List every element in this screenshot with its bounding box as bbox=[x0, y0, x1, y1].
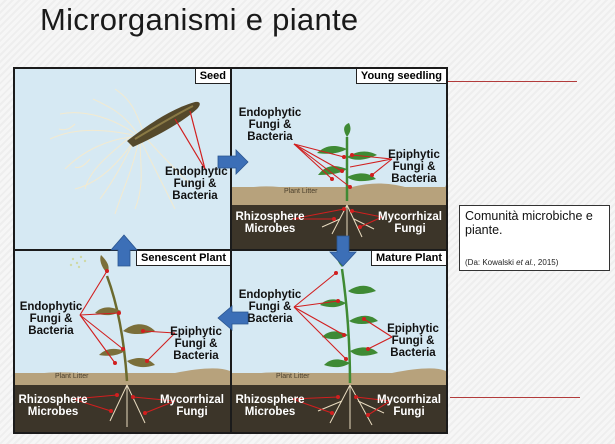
arrow-seed-to-seedling bbox=[217, 149, 249, 175]
red-rule bbox=[450, 397, 580, 398]
mature-plant-litter-label: Plant Litter bbox=[276, 373, 310, 380]
soil-layer bbox=[15, 383, 230, 432]
figure-caption: Comunità microbiche e piante. (Da: Kowal… bbox=[459, 205, 610, 271]
slide-title: Microrganismi e piante bbox=[40, 2, 359, 37]
mature-plant-illustration bbox=[232, 253, 446, 429]
arrow-mature-to-senescent bbox=[217, 305, 249, 331]
red-rule bbox=[440, 81, 577, 82]
seed-root-hairs bbox=[49, 88, 191, 215]
senescent-plant-litter-label: Plant Litter bbox=[55, 373, 89, 380]
seed-illustration bbox=[49, 88, 206, 215]
senescent-plant-illustration bbox=[15, 255, 230, 427]
arrow-senescent-to-seed bbox=[110, 234, 138, 267]
panel-label-mature-plant: Mature Plant bbox=[370, 251, 446, 266]
soil-layer bbox=[232, 383, 446, 432]
senescent-pointers bbox=[72, 270, 176, 414]
panel-label-young-seedling: Young seedling bbox=[355, 69, 446, 84]
arrow-seedling-to-mature bbox=[329, 235, 357, 267]
mature-pointers bbox=[291, 272, 393, 416]
young-seedling-pointers bbox=[291, 143, 393, 228]
panel-label-senescent-plant: Senescent Plant bbox=[136, 251, 230, 266]
caption-text: Comunità microbiche e piante. bbox=[465, 209, 593, 237]
young-plant-litter-label: Plant Litter bbox=[284, 188, 318, 195]
seed-pointers bbox=[174, 110, 206, 170]
young-seedling-illustration bbox=[232, 123, 446, 241]
panel-label-seed: Seed bbox=[194, 69, 230, 84]
seed-body bbox=[127, 101, 200, 147]
caption-source: (Da: Kowalski et al., 2015) bbox=[465, 258, 559, 267]
